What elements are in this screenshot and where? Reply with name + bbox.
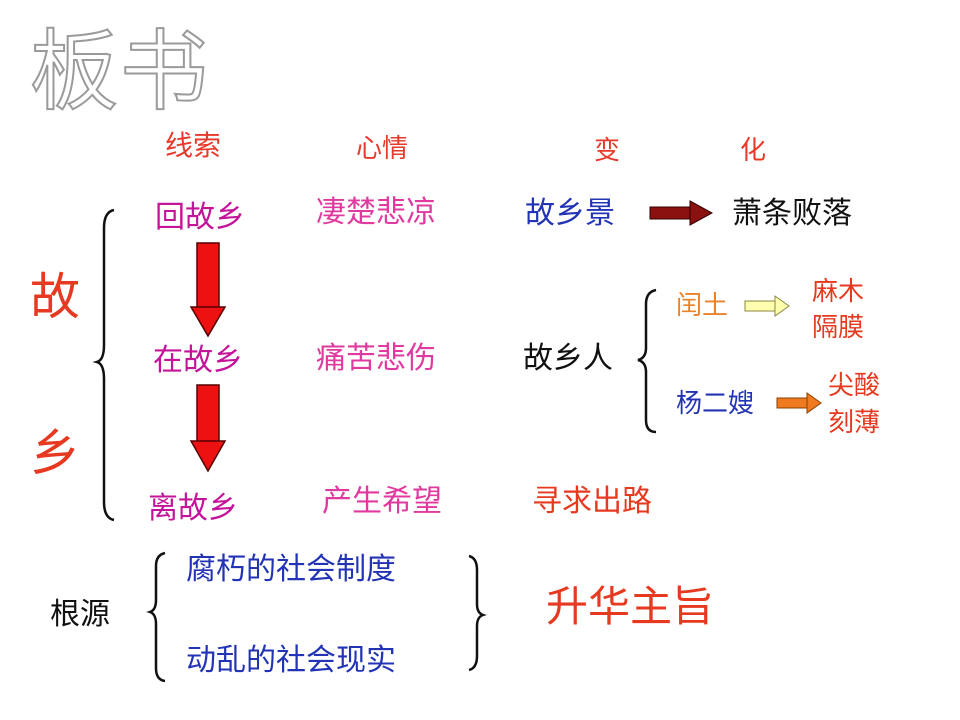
change-people: 故乡人 [523,341,613,376]
runtu-result-1: 麻木 [812,277,865,307]
people-brace [637,288,657,434]
mood-leave: 产生希望 [322,484,442,519]
side-label-xiang: 乡 [30,424,80,482]
root-theme: 升华主旨 [546,582,715,631]
down-arrow-1 [189,242,227,338]
root-brace-left [146,551,166,683]
header-change-1: 变 [594,136,621,166]
side-label-gu: 故 [30,268,80,326]
header-clue: 线索 [165,129,222,162]
root-cause-2: 动乱的社会现实 [186,643,396,678]
root-label: 根源 [50,597,110,632]
clue-stay: 在故乡 [153,343,243,378]
change-seek: 寻求出路 [532,484,652,519]
person-yang: 杨二嫂 [676,389,755,419]
person-runtu: 闰土 [676,291,729,321]
yang-arrow [776,392,822,414]
yang-result-1: 尖酸 [828,371,881,401]
runtu-result-2: 隔膜 [812,313,865,343]
scenery-arrow [649,200,714,226]
change-scenery: 故乡景 [525,196,615,231]
mood-stay: 痛苦悲伤 [316,341,436,376]
header-mood: 心情 [356,134,409,164]
header-change-2: 化 [740,136,767,166]
change-scenery-result: 萧条败落 [732,196,852,231]
clue-return: 回故乡 [155,200,245,235]
root-brace-right [468,554,487,672]
clue-leave: 离故乡 [148,491,238,526]
mood-return: 凄楚悲凉 [316,195,436,230]
root-cause-1: 腐朽的社会制度 [186,552,396,587]
page-title: 板书 [29,20,211,123]
yang-result-2: 刻薄 [828,408,881,438]
main-brace [92,208,115,522]
down-arrow-2 [189,384,227,473]
runtu-arrow [744,295,790,317]
